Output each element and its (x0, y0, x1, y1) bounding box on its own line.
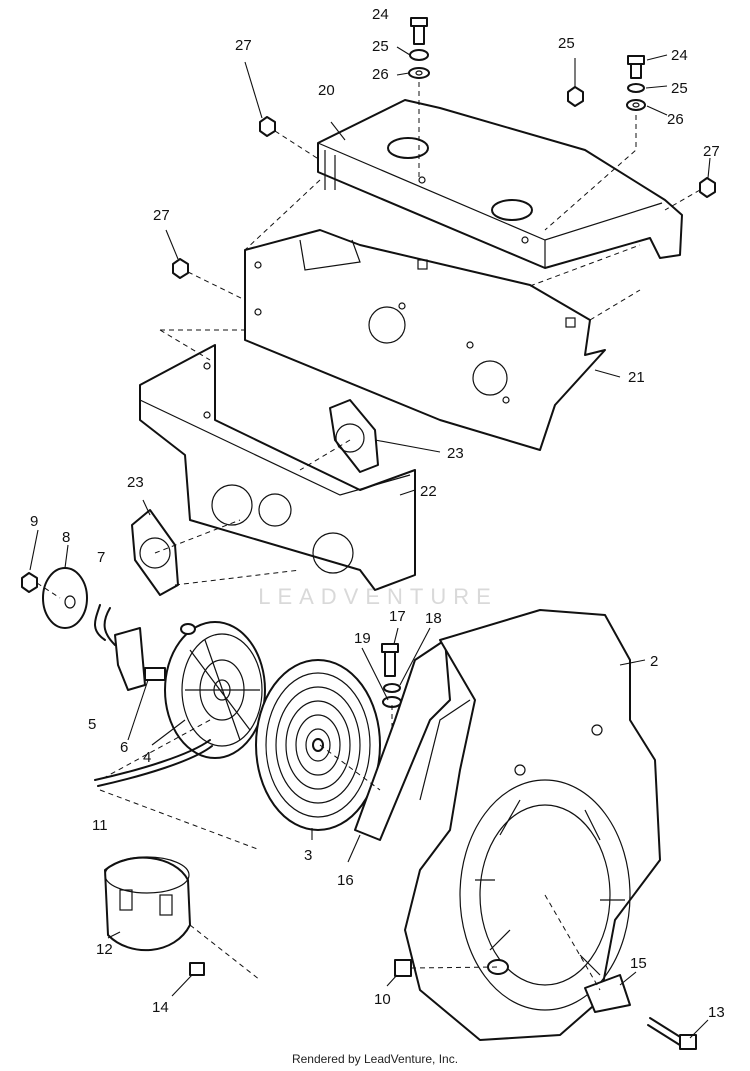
shaft-6-part (144, 667, 166, 681)
top-shroud-part (317, 99, 683, 269)
callout-7: 7 (97, 549, 105, 566)
callout-21: 21 (628, 369, 645, 386)
bolt-13-part (647, 1017, 697, 1050)
nut-25-top-right-part (567, 86, 584, 107)
nut-10-part (394, 959, 412, 977)
callout-23-upper: 23 (447, 445, 464, 462)
bracket-16-part (354, 639, 451, 841)
callout-16: 16 (337, 872, 354, 889)
bolt-24-left-part (410, 17, 428, 45)
callout-24-left: 24 (372, 6, 389, 23)
pulley-4-part (164, 621, 266, 759)
spring-clip-7-part (94, 604, 116, 646)
callout-26-right: 26 (667, 111, 684, 128)
callout-22: 22 (420, 483, 437, 500)
callout-3: 3 (304, 847, 312, 864)
callout-5: 5 (88, 716, 96, 733)
callout-25-top-right: 25 (558, 35, 575, 52)
nut-27-left-part (172, 258, 189, 279)
rear-shroud-panel-part (244, 229, 606, 451)
callout-25-right: 25 (671, 80, 688, 97)
blower-housing-2-part (404, 609, 661, 1041)
callout-12: 12 (96, 941, 113, 958)
callout-14: 14 (152, 999, 169, 1016)
nut-27-right-part (699, 177, 716, 198)
gasket-upper-part (329, 399, 379, 473)
bolt-17-part (381, 643, 399, 677)
callout-10: 10 (374, 991, 391, 1008)
lockwasher-25-right-part (627, 83, 645, 93)
callout-8: 8 (62, 529, 70, 546)
ratchet-pawl-part (114, 627, 146, 691)
callout-17: 17 (389, 608, 406, 625)
callout-27-right: 27 (703, 143, 720, 160)
callout-2: 2 (650, 653, 658, 670)
callout-25-left: 25 (372, 38, 389, 55)
starter-rope-5-part (94, 739, 213, 787)
nut-27-top-left-part (259, 116, 276, 137)
callout-11: 11 (92, 817, 108, 834)
callout-18: 18 (425, 610, 442, 627)
callout-4: 4 (143, 749, 151, 766)
lower-baffle-part (139, 344, 416, 591)
callout-26-left: 26 (372, 66, 389, 83)
callout-23-lower: 23 (127, 474, 144, 491)
callout-9: 9 (30, 513, 38, 530)
footer-credit: Rendered by LeadVenture, Inc. (291, 1052, 459, 1066)
washer-26-left-part (408, 67, 430, 79)
lockwasher-18-part (383, 683, 401, 693)
callout-27-top-left: 27 (235, 37, 252, 54)
callout-15: 15 (630, 955, 647, 972)
callout-6: 6 (120, 739, 128, 756)
cup-12-part (104, 856, 191, 952)
washer-8-part (42, 567, 88, 629)
callout-19: 19 (354, 630, 371, 647)
lockwasher-25-left-part (409, 49, 429, 61)
callout-20: 20 (318, 82, 335, 99)
callout-27-left: 27 (153, 207, 170, 224)
callout-13: 13 (708, 1004, 725, 1021)
screw-14-part (189, 962, 205, 976)
callout-24-right: 24 (671, 47, 688, 64)
recoil-spring-3-part (255, 659, 381, 831)
bolt-24-right-part (627, 55, 645, 79)
washer-26-right-part (626, 99, 646, 111)
nut-9-part (21, 572, 38, 593)
